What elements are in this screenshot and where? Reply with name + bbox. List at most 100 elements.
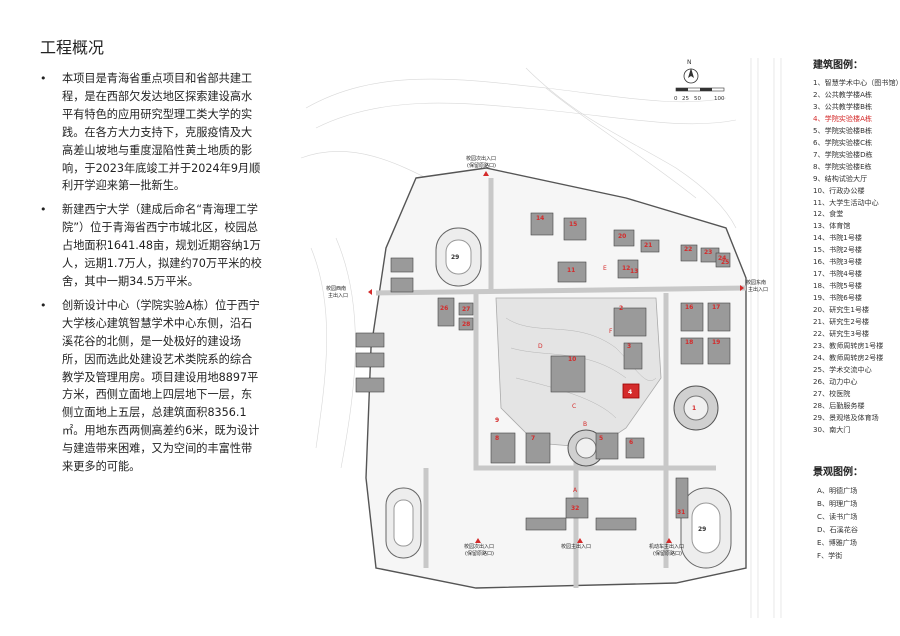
bullet-icon: • [40, 298, 47, 312]
svg-text:21: 21 [644, 242, 652, 249]
overview-list: • 本项目是青海省重点项目和省部共建工程，是在西部欠发达地区探索建设高水平有特色的… [40, 70, 262, 482]
legend-item: 13、体育馆 [813, 221, 851, 231]
svg-text:17: 17 [712, 304, 720, 311]
svg-text:16: 16 [685, 304, 693, 311]
list-item: • 新建西宁大学（建成后命名“青海理工学院”）位于青海省西宁市城北区，校园总占地面… [40, 201, 262, 291]
svg-text:6: 6 [629, 439, 633, 446]
legend-item: 19、书院6号楼 [813, 293, 863, 303]
svg-text:9: 9 [495, 417, 499, 424]
legend-item: E、博雅广场 [817, 538, 857, 547]
svg-text:29: 29 [698, 526, 706, 533]
gate-labels: 校园次出入口 (保留原路口) 校园西南 主出入口 校园东南 主出入口 校园次出入… [326, 155, 768, 557]
legend-item: 14、书院1号楼 [813, 233, 863, 243]
legend-item: 30、南大门 [813, 424, 851, 434]
legend-item: 4、学院实验楼A栋 [813, 113, 873, 123]
landscape-legend-title: 景观图例： [813, 467, 863, 478]
legend-item: 18、书院5号楼 [813, 281, 863, 291]
svg-text:50: 50 [694, 96, 701, 102]
gate-south1-line1: 校园次出入口 [464, 543, 494, 550]
paragraph-text: 创新设计中心（学院实验A栋）位于西宁大学核心建筑智慧学术中心东侧，沿石溪花谷的北… [62, 298, 260, 474]
svg-text:11: 11 [567, 267, 575, 274]
bullet-icon: • [40, 203, 47, 217]
campus-site-plan: N 0 25 50 100 校园次出入口 (保留原路口) 校园西南 主出入口 校… [296, 48, 816, 628]
svg-text:25: 25 [682, 96, 689, 102]
paragraph-text: 新建西宁大学（建成后命名“青海理工学院”）位于青海省西宁市城北区，校园总占地面积… [62, 203, 262, 288]
legend-item: 1、智慧学术中心（图书馆） [813, 78, 900, 87]
svg-text:A: A [573, 487, 578, 494]
svg-text:23: 23 [704, 249, 712, 256]
svg-text:26: 26 [440, 305, 448, 312]
paragraph-text: 本项目是青海省重点项目和省部共建工程，是在西部欠发达地区探索建设高水平有特色的应… [62, 72, 261, 193]
legend-item: 2、公共教学楼A栋 [813, 89, 873, 99]
svg-text:25: 25 [721, 259, 729, 266]
building-legend-title: 建筑图例： [813, 60, 863, 71]
gate-north-line1: 校园次出入口 [466, 155, 496, 162]
svg-text:13: 13 [630, 268, 638, 275]
svg-text:18: 18 [685, 339, 693, 346]
building-legend: 建筑图例： 1、智慧学术中心（图书馆） 2、公共教学楼A栋 3、公共教学楼B栋 4、学… [813, 56, 900, 436]
legend-item: 27、校医院 [813, 388, 851, 398]
legend-item: C、读书广场 [817, 512, 858, 521]
legend-item: 9、结构试验大厅 [813, 173, 868, 183]
gate-east-line2: 主出入口 [748, 286, 768, 293]
gate-west-line2: 主出入口 [328, 292, 348, 299]
svg-text:20: 20 [618, 233, 626, 240]
north-arrow-icon: N [683, 59, 699, 84]
svg-text:2: 2 [619, 305, 623, 312]
svg-text:27: 27 [462, 306, 470, 313]
gate-west-line1: 校园西南 [326, 285, 346, 292]
legend-item: D、石溪花谷 [817, 525, 858, 534]
legend-item: 21、研究生2号楼 [813, 317, 870, 327]
svg-text:28: 28 [462, 321, 470, 328]
building-legend-list: 1、智慧学术中心（图书馆） 2、公共教学楼A栋 3、公共教学楼B栋 4、学院实验楼A栋… [813, 77, 900, 436]
svg-text:E: E [603, 265, 607, 272]
legend-item: 26、动力中心 [813, 376, 858, 386]
svg-text:14: 14 [536, 215, 544, 222]
legend-item: 11、大学生活动中心 [813, 197, 879, 207]
legend-item: 29、景观塔及体育场 [813, 412, 879, 422]
legend-item: 17、书院4号楼 [813, 269, 863, 279]
svg-text:8: 8 [495, 435, 499, 442]
legend-item: 22、研究生3号楼 [813, 329, 870, 339]
svg-text:C: C [572, 403, 576, 410]
svg-text:F: F [609, 328, 613, 335]
landscape-zone-labels: A B C D E F [538, 265, 613, 494]
svg-text:24: 24 [718, 255, 726, 262]
legend-item: B、明理广场 [817, 499, 858, 508]
svg-text:19: 19 [712, 339, 720, 346]
legend-item: 28、后勤服务楼 [813, 400, 865, 410]
svg-text:10: 10 [568, 356, 576, 363]
scale-bar: 0 25 50 100 [674, 87, 725, 102]
gate-markers [368, 171, 744, 543]
gate-vehicle-line1: 机动车主出入口 [649, 543, 684, 550]
svg-text:3: 3 [627, 343, 631, 350]
stadiums [385, 227, 732, 569]
svg-text:7: 7 [531, 435, 535, 442]
legend-item: 15、书院2号楼 [813, 245, 863, 255]
roads [375, 178, 747, 588]
gate-south-main: 校园主出入口 [561, 543, 591, 550]
svg-text:12: 12 [622, 265, 630, 272]
legend-item: 5、学院实验楼B栋 [813, 125, 873, 135]
svg-text:22: 22 [684, 246, 692, 253]
gate-vehicle-line2: (保留原路口) [653, 550, 682, 557]
svg-text:100: 100 [714, 96, 725, 102]
svg-text:31: 31 [677, 509, 685, 516]
gate-north-line2: (保留原路口) [467, 162, 496, 169]
gate-south1-line2: (保留原路口) [465, 550, 494, 557]
svg-text:B: B [583, 421, 587, 428]
legend-item: 25、学术交流中心 [813, 364, 872, 374]
legend-item: 23、教师周转房1号楼 [813, 340, 884, 350]
legend-item: 3、公共教学楼B栋 [813, 101, 873, 111]
building-number-labels: 1 2 3 4 5 6 7 8 9 10 11 12 13 14 15 16 1… [440, 215, 729, 533]
list-item: • 创新设计中心（学院实验A栋）位于西宁大学核心建筑智慧学术中心东侧，沿石溪花谷的… [40, 297, 262, 476]
svg-text:1: 1 [692, 405, 696, 412]
svg-text:5: 5 [599, 435, 603, 442]
page-title: 工程概况 [40, 38, 105, 57]
legend-item: 8、学院实验楼E栋 [813, 161, 872, 171]
svg-text:4: 4 [628, 389, 632, 396]
legend-item: 10、行政办公楼 [813, 185, 865, 195]
svg-text:29: 29 [451, 254, 459, 261]
